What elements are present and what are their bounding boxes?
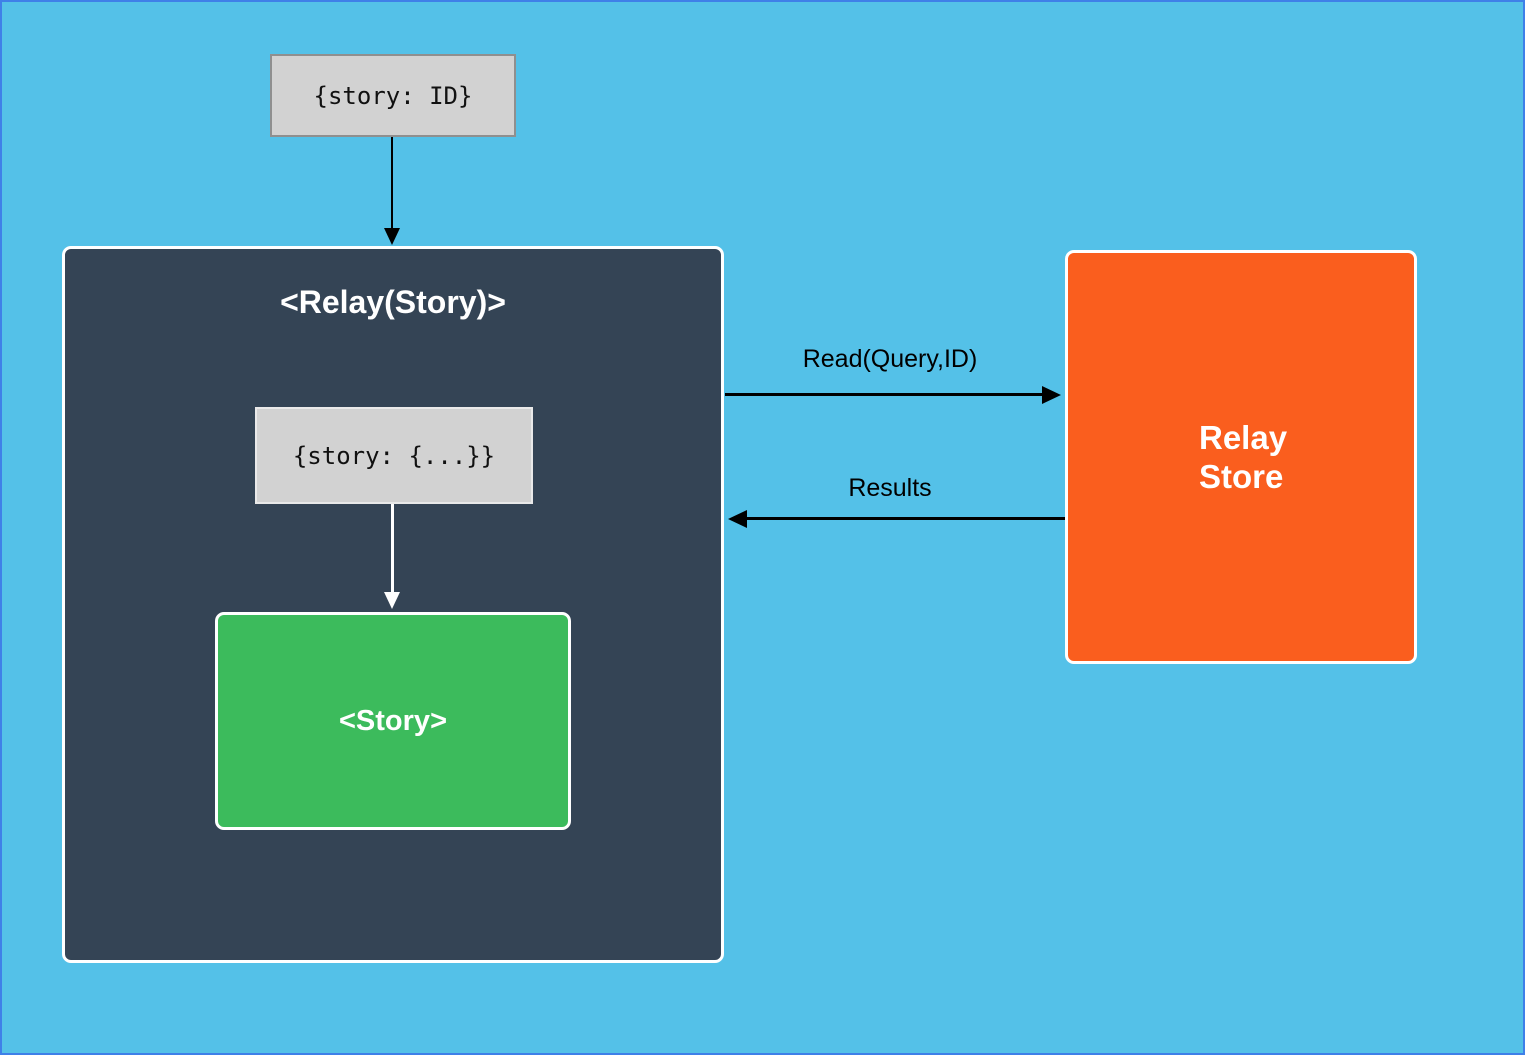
story-component-box: <Story> [215, 612, 571, 830]
props-resolved-label: {story: {...}} [292, 441, 496, 470]
arrow-results-line [746, 517, 1065, 520]
props-resolved-box: {story: {...}} [255, 407, 533, 504]
props-input-label: {story: ID} [313, 81, 473, 110]
arrow-props-to-story-line [391, 504, 394, 594]
relay-store-box: Relay Store [1065, 250, 1417, 664]
arrow-props-to-story-head-icon [384, 592, 400, 609]
results-label: Results [848, 474, 932, 502]
arrow-results-head-icon [728, 510, 747, 528]
relay-store-label-line1: Relay [1199, 419, 1288, 456]
arrow-props-to-relay-line [391, 137, 393, 230]
story-component-label: <Story> [339, 704, 447, 737]
arrow-read-line [725, 393, 1044, 396]
arrow-props-to-relay-head-icon [384, 228, 400, 245]
relay-store-label-line2: Store [1199, 458, 1284, 495]
read-query-label: Read(Query,ID) [802, 345, 978, 373]
arrow-read-head-icon [1042, 386, 1061, 404]
props-input-box: {story: ID} [270, 54, 516, 137]
